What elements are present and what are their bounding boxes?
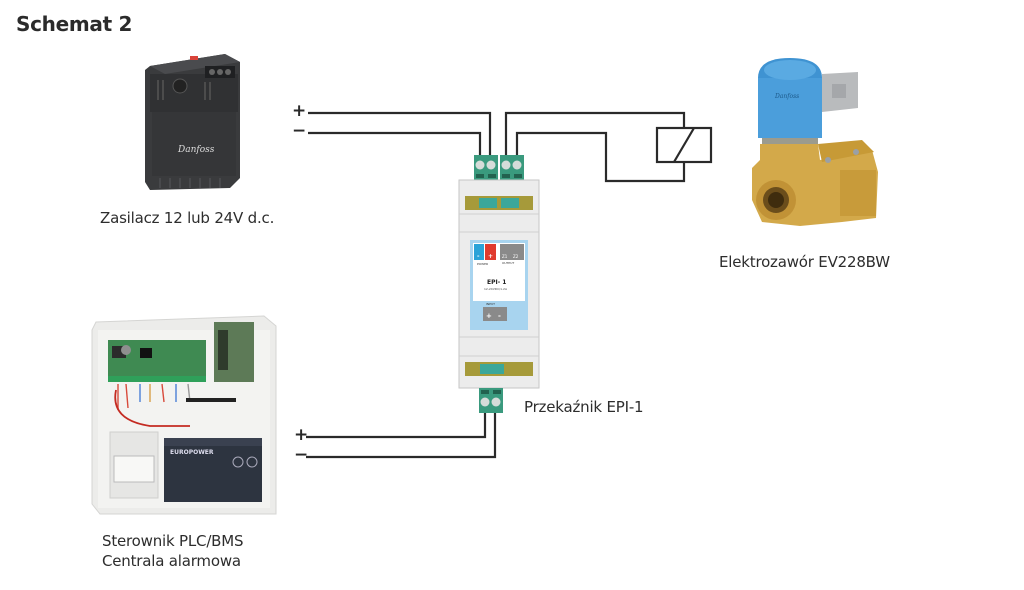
valve-brand-logo: Danfoss: [774, 93, 799, 100]
controller-image: EUROPOWER: [91, 315, 277, 515]
relay-power-terminal: [474, 155, 498, 180]
relay-input-terminal: [479, 388, 503, 413]
wire-plc-plus: [306, 412, 487, 439]
wires: [306, 111, 686, 459]
plc-minus-sign: −: [294, 445, 309, 465]
controller-label: Sterownik PLC/BMS Centrala alarmowa: [102, 531, 244, 571]
psu-brand-logo: Danfoss: [177, 145, 215, 155]
relay-label: Przekaźnik EPI-1: [524, 398, 644, 416]
solenoid-valve-label: Elektrozawór EV228BW: [719, 253, 890, 271]
panel-model: EPI- 1: [487, 279, 506, 286]
controller-label-line2: Centrala alarmowa: [102, 552, 241, 570]
panel-input-label: INPUT: [486, 302, 495, 306]
controller-label-line1: Sterownik PLC/BMS: [102, 532, 244, 550]
panel-output-z1: Z1: [502, 254, 508, 259]
wire-output-2: [515, 131, 686, 183]
diagram-title: Schemat 2: [16, 12, 133, 36]
wire-psu-plus: [308, 111, 492, 155]
wire-psu-minus: [308, 131, 482, 155]
power-supply-label: Zasilacz 12 lub 24V d.c.: [100, 209, 275, 227]
panel-output-label: OUTPUT: [502, 261, 514, 265]
psu-plus-sign: +: [292, 101, 307, 121]
wire-plc-minus: [306, 412, 497, 459]
panel-output-z2: Z2: [513, 254, 519, 259]
panel-subtitle: 12-24VDC/1.2A: [484, 287, 508, 291]
panel-power-minus: -: [477, 253, 480, 260]
wire-output-1: [504, 111, 686, 155]
psu-minus-sign: −: [292, 121, 307, 141]
relay-module: - + Z1 Z2 POWER OUTPUT EPI- 1 12-24VDC/1…: [458, 155, 540, 413]
plc-plus-sign: +: [294, 425, 309, 445]
relay-output-terminal: [500, 155, 524, 180]
panel-power-label: POWER: [477, 262, 488, 266]
panel-input-plus: +: [486, 312, 492, 320]
battery-brand: EUROPOWER: [170, 449, 214, 456]
panel-input-minus: -: [498, 312, 501, 320]
coil-symbol: [655, 126, 713, 164]
power-supply-image: Danfoss: [145, 54, 240, 190]
solenoid-valve-image: Danfoss: [752, 58, 878, 226]
panel-power-plus: +: [488, 253, 493, 260]
